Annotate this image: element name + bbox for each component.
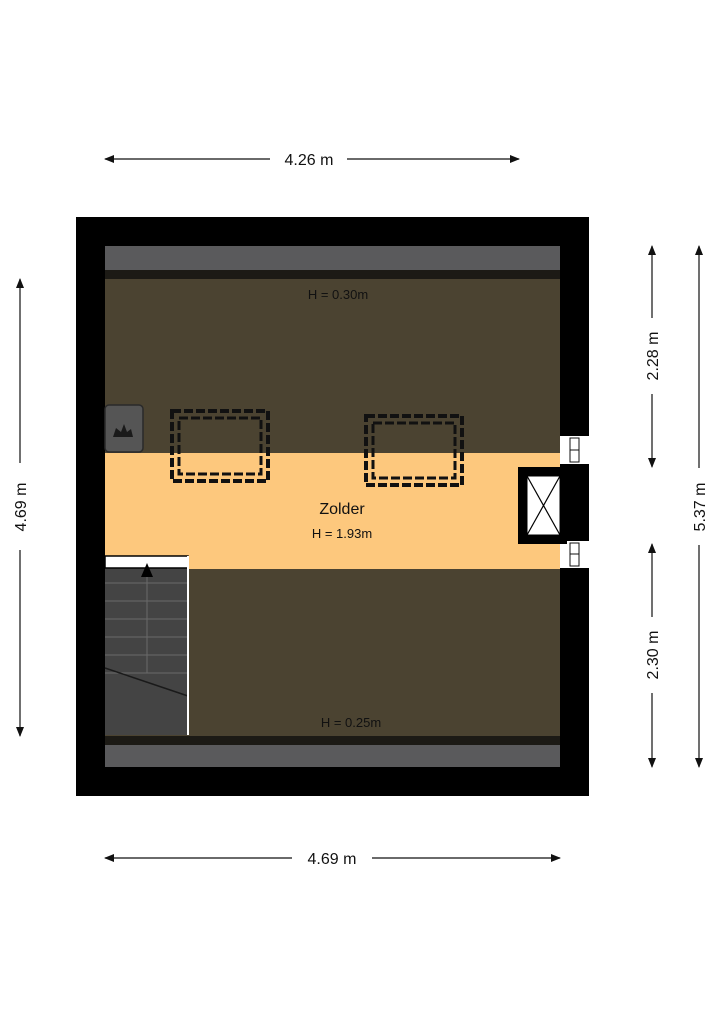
roof-window-2 [364, 414, 464, 487]
room-name: Zolder [319, 501, 365, 518]
dimension-left: 4.69 m [13, 278, 30, 737]
height-label-bottom: H = 0.25m [321, 715, 381, 730]
eave-strip-top [105, 246, 560, 270]
height-label-top: H = 0.30m [308, 287, 368, 302]
dimension-right-upper-label: 2.28 m [645, 332, 662, 381]
dimension-right-total: 5.37 m [692, 245, 709, 768]
floor-full-height [105, 453, 560, 569]
dimension-bottom: 4.69 m [104, 851, 561, 868]
dimension-right-total-label: 5.37 m [692, 483, 709, 532]
fireplace-icon [104, 404, 144, 453]
room-height: H = 1.93m [312, 526, 372, 541]
eave-line-top [105, 270, 560, 279]
dimension-bottom-label: 4.69 m [308, 851, 357, 868]
dimension-right-upper: 2.28 m [645, 245, 662, 468]
dimension-right-lower: 2.30 m [645, 543, 662, 768]
eave-line-bottom [105, 736, 560, 745]
dimension-left-label: 4.69 m [13, 483, 30, 532]
arrow-up-icon [141, 563, 153, 577]
dimension-top-label: 4.26 m [285, 152, 334, 169]
eave-strip-bottom [105, 745, 560, 767]
roof-window-1 [170, 409, 270, 483]
window-icon [569, 437, 580, 567]
staircase [104, 555, 189, 735]
dimension-right-lower-label: 2.30 m [645, 631, 662, 680]
shaft-icon [518, 467, 567, 544]
dimension-top: 4.26 m [104, 152, 520, 169]
